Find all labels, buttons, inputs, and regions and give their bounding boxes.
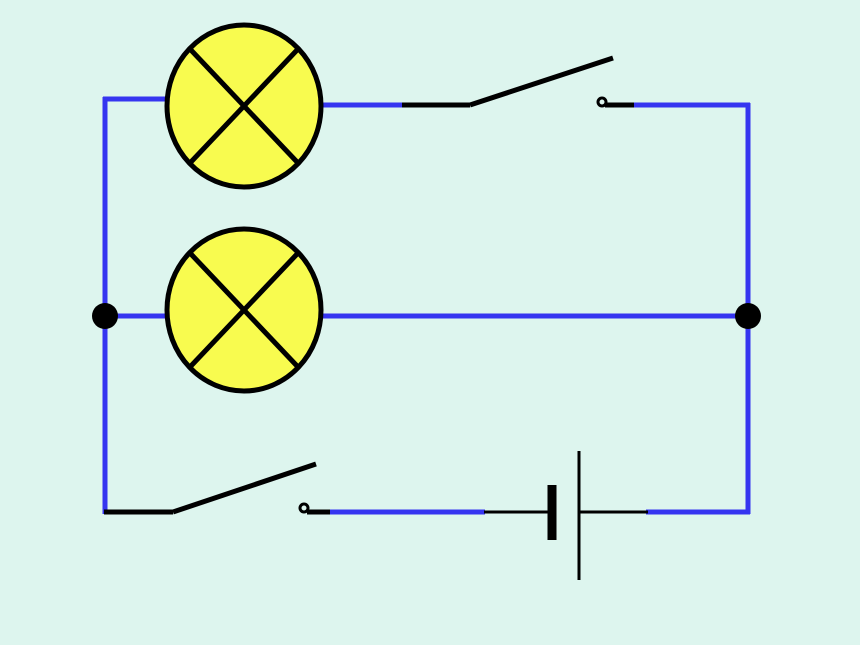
switch-main-blade [172, 461, 317, 515]
junction-right [735, 303, 761, 329]
lamp-lower [164, 226, 324, 394]
lamp-upper-cross-b [188, 47, 300, 165]
lamp-upper [164, 22, 324, 190]
lamp-lower-cross-b [188, 251, 300, 369]
switch-main-contact [298, 502, 310, 514]
battery [484, 451, 648, 580]
switch-branch-contact [596, 96, 608, 108]
switch-branch [402, 55, 634, 108]
switch-branch-blade [469, 55, 614, 108]
switch-main [104, 461, 330, 515]
junction-left [92, 303, 118, 329]
